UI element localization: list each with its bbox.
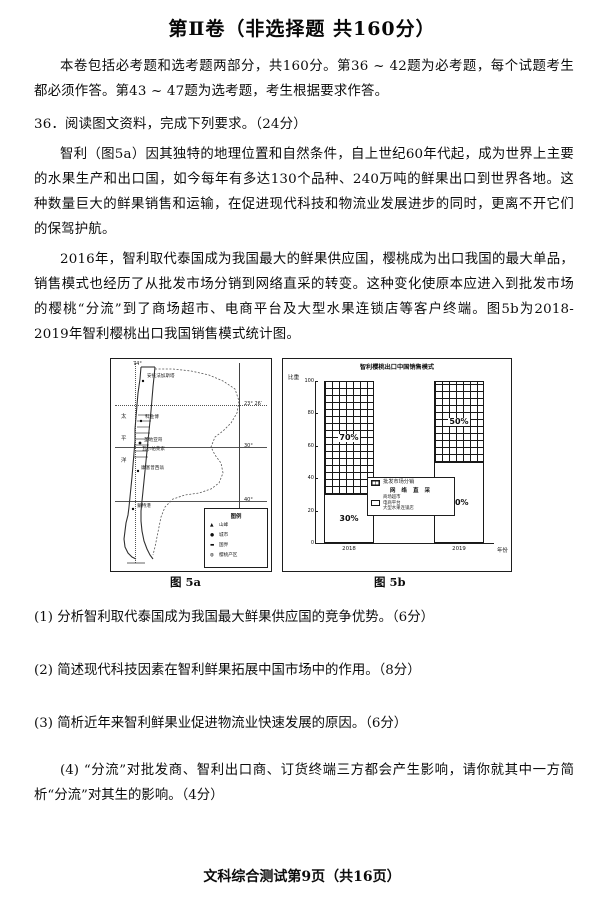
chart-x-axis-label: 年份	[497, 548, 508, 554]
map-legend-row-0: ▲ 山峰	[210, 523, 229, 529]
chart-legend-heading-direct: 网 络 直 采	[389, 488, 433, 494]
chart-plot-area: 100 80 60 40 20 0 70% 30%	[304, 378, 507, 554]
page-title: 第Ⅱ卷（非选择题 共160分）	[168, 18, 436, 40]
question-2: (2) 简述现代科技因素在智利鲜果拓展中国市场中的作用。（8分）	[34, 663, 421, 678]
chart-legend-label-wholesale: 批发市场分销	[383, 479, 415, 486]
chart-legend-subitem-1: 电商平台	[383, 500, 401, 506]
chart-bar-2018-wholesale-label: 70%	[338, 433, 360, 442]
chart-legend-row-direct: 商场超市 电商平台 大型水果连锁店	[371, 495, 451, 512]
question-36-heading: 36．阅读图文资料，完成下列要求。（24分）	[34, 117, 307, 132]
chart-xtick-2018: 2018	[342, 546, 356, 552]
passage-paragraph-2: 2016年，智利取代泰国成为我国最大的鲜果供应国，樱桃成为出口我国的最大单品，销…	[34, 252, 574, 342]
chart-y-axis-label: 比重	[288, 375, 300, 381]
map-gridline-lat-40	[115, 501, 267, 502]
city-dot-icon: ●	[210, 533, 215, 538]
map-label-ocean-char-2: 平	[121, 436, 127, 442]
figure-5b-chart: 智利樱桃出口中国销售模式 比重 100 80 60 40 20 0 70% 30…	[282, 358, 512, 572]
map-gridline-lon-74	[135, 363, 136, 563]
chart-legend-sublist: 商场超市 电商平台 大型水果连锁店	[383, 495, 414, 512]
chart-bar-2019-segment-wholesale: 50%	[435, 382, 483, 462]
hatch-swatch-icon	[371, 480, 380, 486]
chart-ytick-100: 100	[304, 378, 317, 384]
map-legend-label-3: 樱桃产区	[219, 553, 238, 558]
chart-bar-2019-wholesale-label: 50%	[448, 417, 470, 426]
chart-title: 智利樱桃出口中国销售模式	[359, 364, 435, 371]
figure-5a-map-of-chile: 74° 23° 26′ 30° 40° 安托法加斯塔 科金博 圣地亚哥 瓦尔帕莱…	[110, 358, 272, 572]
map-lat-tick-40: 40°	[244, 497, 253, 503]
city-dot-coquimbo	[139, 419, 143, 423]
chart-legend-row-wholesale: 批发市场分销	[371, 479, 451, 486]
map-legend-label-2: 国界	[219, 543, 229, 548]
map-label-antofagasta: 安托法加斯塔	[147, 374, 175, 379]
map-legend-box: 图例 ▲ 山峰 ● 城市 ▬ 国界 ◍ 樱桃产区	[204, 508, 268, 568]
map-legend-row-3: ◍ 樱桃产区	[210, 553, 238, 559]
map-legend-row-1: ● 城市	[210, 533, 229, 539]
map-label-ocean-char-1: 太	[121, 414, 127, 420]
passage-paragraph-1: 智利（图5a）因其独特的地理位置和自然条件，自上世纪60年代起，成为世界上主要的…	[34, 147, 574, 237]
chart-bar-2018-segment-wholesale: 70%	[325, 382, 373, 494]
map-label-coquimbo: 科金博	[145, 415, 159, 420]
map-lat-tick-23: 23° 26′	[244, 401, 262, 407]
chart-legend-subitem-2: 大型水果连锁店	[383, 506, 414, 512]
chart-ytick-40: 40	[307, 475, 319, 482]
chart-ytick-60: 60	[307, 442, 319, 449]
chart-ytick-0: 0	[310, 540, 318, 546]
chart-bar-2019-direct-label: 50%	[448, 497, 470, 507]
page-footer: 文科综合测试第9页（共16页）	[203, 869, 401, 885]
map-legend-label-0: 山峰	[219, 523, 229, 528]
city-dot-antofagasta	[141, 379, 145, 383]
chart-xtick-2019: 2019	[452, 546, 466, 552]
question-1: (1) 分析智利取代泰国成为我国最大鲜果供应国的竞争优势。（6分）	[34, 610, 434, 625]
map-lat-tick-30: 30°	[244, 443, 253, 449]
chart-legend: 批发市场分销 网 络 直 采 商场超市 电商平台 大型水果连锁店	[367, 477, 455, 516]
question-4: (4) “分流”对批发商、智利出口商、订货终端三方都会产生影响，请你就其中一方简…	[34, 763, 574, 803]
chart-ytick-20: 20	[307, 507, 319, 514]
map-gridline-lat-23	[115, 405, 267, 406]
map-label-ocean-char-3: 洋	[121, 458, 127, 464]
map-label-santiago: 圣地亚哥	[144, 438, 163, 443]
map-lon-tick-74: 74°	[133, 361, 142, 367]
border-line-icon: ▬	[210, 543, 215, 548]
map-label-valparaiso: 瓦尔帕莱索	[142, 447, 165, 452]
figures-container: 74° 23° 26′ 30° 40° 安托法加斯塔 科金博 圣地亚哥 瓦尔帕莱…	[110, 358, 512, 598]
exam-instructions: 本卷包括必考题和选考题两部分，共160分。第36 ~ 42题为必考题，每个试题考…	[34, 59, 574, 99]
map-gridline-lat-30	[115, 447, 267, 448]
map-label-puerto-montt: 蒙特港	[137, 504, 151, 509]
chile-outline-path	[123, 366, 240, 564]
map-legend-row-2: ▬ 国界	[210, 543, 229, 549]
city-dot-santiago	[138, 441, 142, 445]
chart-legend-subitem-0: 商场超市	[383, 495, 401, 501]
map-label-concepcion: 康塞普西翁	[141, 466, 164, 471]
mountain-peak-icon: ▲	[210, 523, 214, 528]
chart-bar-2019: 50% 50%	[434, 381, 484, 543]
city-dot-puerto-montt	[131, 507, 135, 511]
map-legend-label-1: 城市	[219, 533, 229, 538]
chart-ytick-80: 80	[307, 410, 319, 417]
figure-5b-caption: 图 5b	[374, 575, 406, 589]
chart-bar-2018: 70% 30%	[324, 381, 374, 543]
map-frame-right	[239, 363, 240, 563]
plain-swatch-icon	[371, 500, 380, 507]
city-dot-concepcion	[136, 469, 140, 473]
cherry-zone-icon: ◍	[210, 553, 215, 558]
figure-5a-caption: 图 5a	[170, 575, 201, 589]
map-legend-title: 图例	[230, 514, 242, 520]
question-3: (3) 简析近年来智利鲜果业促进物流业快速发展的原因。（6分）	[34, 716, 408, 731]
chart-bar-2018-direct-label: 30%	[338, 513, 360, 523]
chart-bar-2018-segment-direct: 30%	[325, 494, 373, 542]
